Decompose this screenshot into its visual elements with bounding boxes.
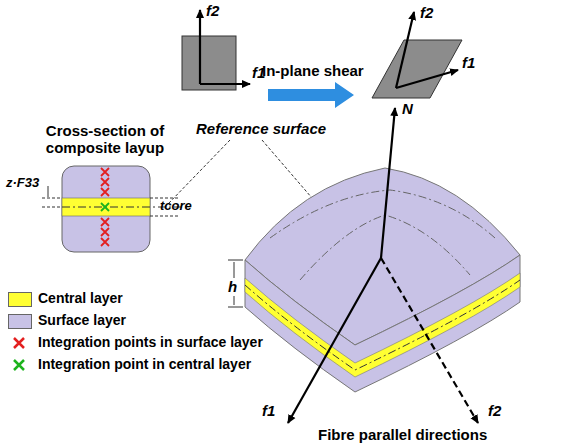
label: Fibre parallel directions [318, 426, 487, 443]
label: f1 [262, 402, 275, 419]
label: N [402, 100, 413, 117]
label: tcore [160, 199, 192, 214]
label: f1 [462, 54, 475, 71]
label: z·F33 [6, 176, 39, 191]
label: f2 [488, 402, 501, 419]
label: Reference surface [196, 120, 326, 137]
label: h [228, 278, 237, 295]
legend-text: Central layer [38, 290, 123, 306]
legend-swatch [8, 314, 32, 329]
legend-symbol [12, 336, 26, 350]
label: f2 [206, 2, 219, 19]
label: f2 [420, 4, 433, 21]
legend-text: Surface layer [38, 312, 126, 328]
label: In-plane shear [262, 62, 364, 79]
legend-text: Integration points in surface layer [38, 334, 263, 350]
label: Cross-section of composite layup [30, 122, 180, 157]
legend-swatch [8, 292, 32, 307]
legend-text: Integration point in central layer [38, 356, 251, 372]
legend-symbol [12, 358, 26, 372]
